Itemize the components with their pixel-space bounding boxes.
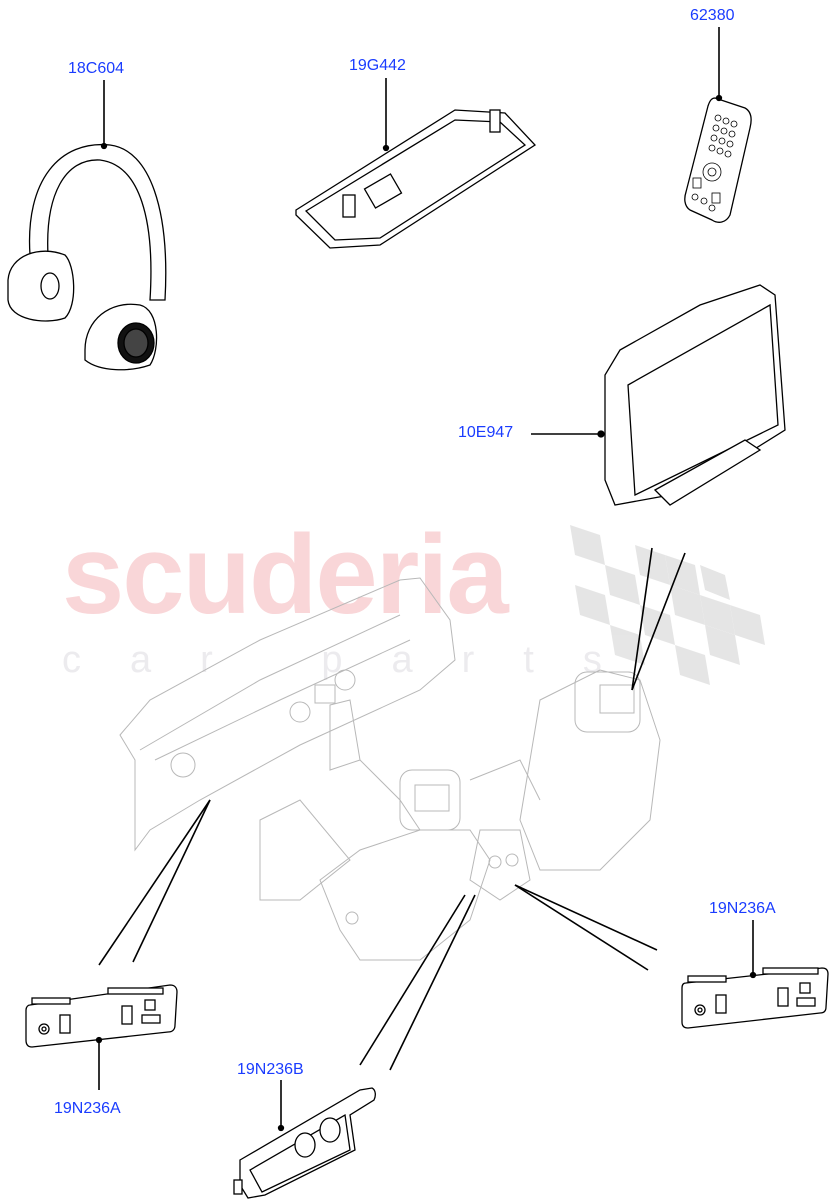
- callout-19N236B[interactable]: 19N236B: [237, 1061, 304, 1078]
- headphones-part: [7, 142, 167, 371]
- watermark-scuderia: scuderia: [62, 512, 509, 637]
- callout-18C604[interactable]: 18C604: [68, 60, 125, 77]
- rear-screen-display-part: [597, 284, 786, 506]
- connectivity-panel-right-part: [681, 967, 829, 1029]
- overhead-module-part: [295, 109, 537, 249]
- callout-19N236A-left[interactable]: 19N236A: [54, 1100, 121, 1117]
- callout-19G442[interactable]: 19G442: [349, 57, 406, 74]
- callout-10E947[interactable]: 10E947: [458, 424, 514, 441]
- callout-19N236A-right[interactable]: 19N236A: [709, 900, 776, 917]
- callout-62380[interactable]: 62380: [690, 7, 735, 24]
- checkered-flag-icon: [570, 525, 765, 685]
- leader-lines: [98, 27, 754, 1128]
- vehicle-interior-ghost: [119, 577, 661, 961]
- remote-control-part: [684, 94, 752, 223]
- connectivity-panel-left-part: [25, 984, 178, 1048]
- console-connectivity-panel-part: [233, 1087, 376, 1199]
